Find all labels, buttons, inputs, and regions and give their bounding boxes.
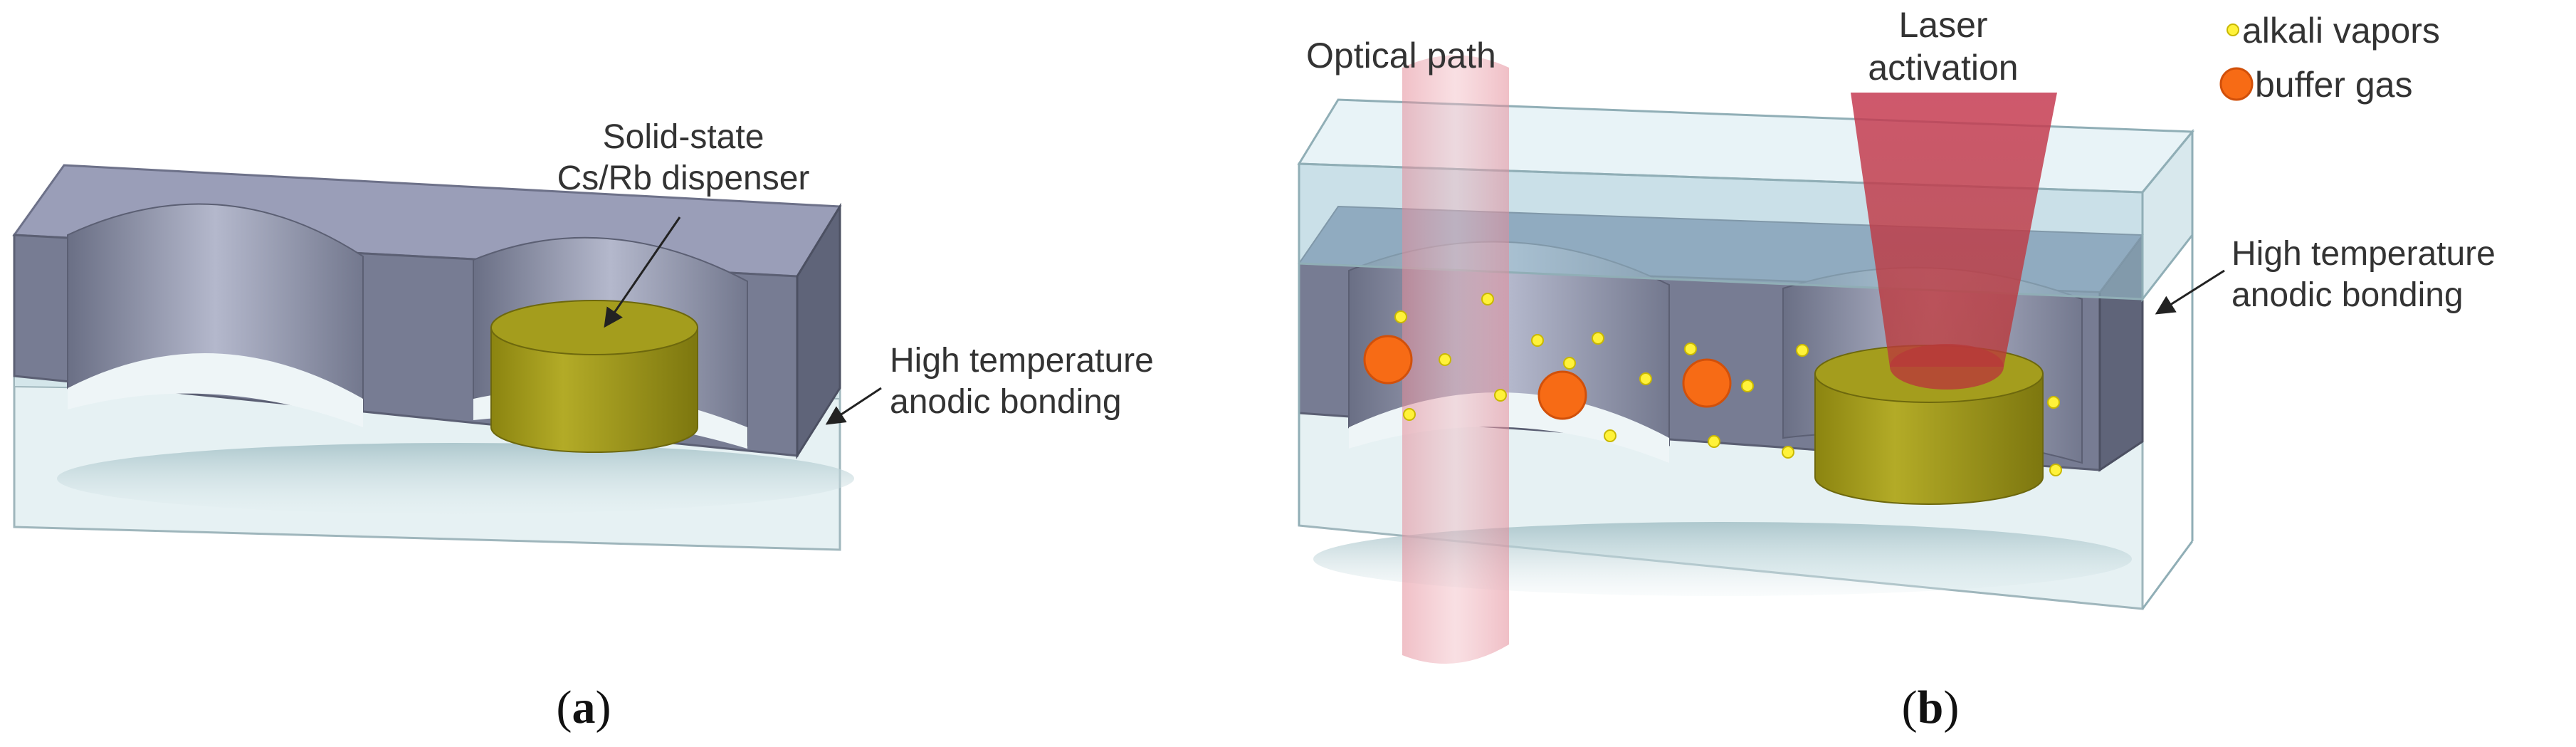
alkali-dot [2047, 396, 2060, 409]
alkali-dot [2049, 464, 2062, 476]
dispenser-cylinder-a [490, 300, 698, 453]
bonding-label-a-line1: High temperature [890, 342, 1154, 380]
alkali-dot [1394, 310, 1407, 323]
alkali-dot [1531, 334, 1544, 347]
alkali-dot [1741, 380, 1754, 392]
caption-b: (b) [1902, 681, 1960, 733]
caption-a-close: ) [596, 681, 611, 733]
buffer-dot [1537, 370, 1587, 420]
alkali-dot [1604, 429, 1616, 442]
legend-buffer-swatch [2219, 67, 2254, 101]
legend: alkali vapors buffer gas [2219, 11, 2440, 105]
alkali-dot [1494, 389, 1507, 402]
dispenser-label-line1: Solid-state [603, 118, 764, 156]
panel-b: Optical path Laser activation High tempe… [1297, 5, 2496, 733]
optical-beam [1402, 55, 1509, 664]
buffer-dot [1682, 358, 1732, 408]
alkali-dot [1796, 344, 1809, 357]
laser-beam [1851, 93, 2057, 390]
panel-a: Solid-state Cs/Rb dispenser High tempera… [12, 118, 1154, 733]
legend-alkali-swatch [2227, 23, 2239, 36]
caption-b-letter: b [1918, 681, 1944, 733]
optical-path-label: Optical path [1306, 36, 1496, 75]
alkali-dot [1481, 293, 1494, 305]
bonding-arrow-b [2155, 269, 2225, 315]
alkali-dot [1684, 343, 1697, 355]
caption-a-open: ( [557, 681, 572, 733]
legend-buffer-label: buffer gas [2255, 65, 2412, 105]
buffer-gas-dots [1363, 335, 1732, 420]
laser-label-line1: Laser [1898, 5, 1987, 45]
caption-a-letter: a [572, 681, 596, 733]
legend-alkali-label: alkali vapors [2242, 11, 2440, 51]
bonding-label-a-line2: anodic bonding [890, 383, 1122, 421]
caption-b-close: ) [1943, 681, 1959, 733]
laser-label-line2: activation [1868, 48, 2018, 88]
alkali-dot [1592, 332, 1604, 345]
cavity-left-a [67, 203, 364, 427]
alkali-dot [1639, 372, 1652, 385]
dispenser-label-line2: Cs/Rb dispenser [557, 160, 810, 197]
alkali-dot [1403, 408, 1416, 421]
bonding-arrow-a [825, 387, 882, 425]
dispenser-arrow [604, 216, 681, 328]
alkali-dot [1439, 353, 1451, 366]
alkali-dot [1708, 435, 1720, 448]
bonding-label-b-line1: High temperature [2231, 235, 2496, 273]
bonding-label-b-line2: anodic bonding [2231, 276, 2464, 314]
alkali-dot [1563, 357, 1576, 370]
caption-a: (a) [557, 681, 611, 733]
alkali-dot [1782, 446, 1794, 459]
alkali-vapor-dots [1394, 293, 2062, 476]
caption-b-open: ( [1902, 681, 1918, 733]
buffer-dot [1363, 335, 1413, 385]
